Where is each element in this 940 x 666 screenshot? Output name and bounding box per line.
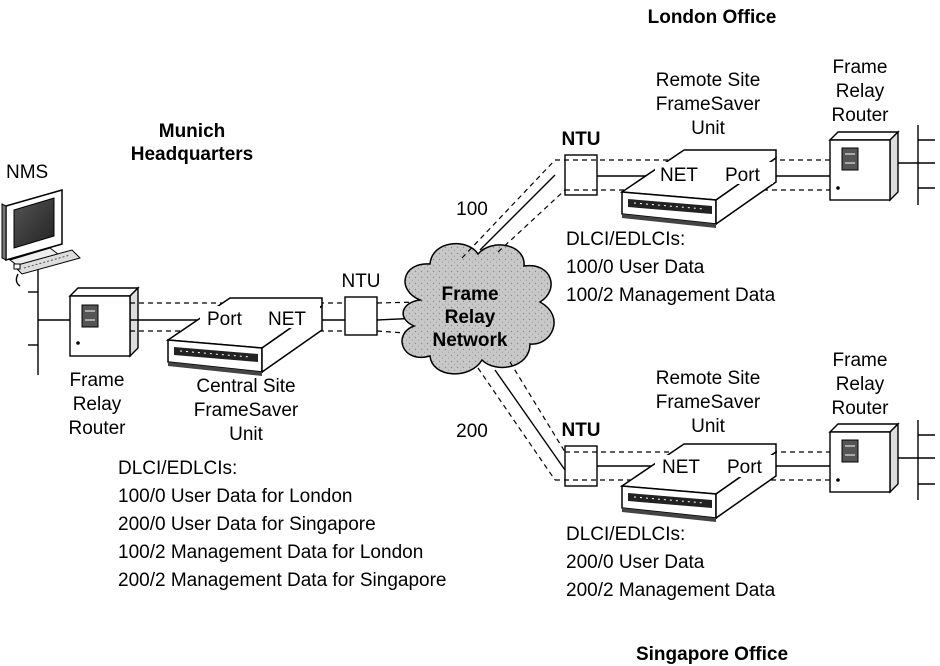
singapore-remote-label-line1: Remote Site	[656, 368, 761, 389]
london-router-icon	[828, 130, 900, 202]
london-router-label-line3: Router	[831, 105, 889, 126]
london-ntu-label: NTU	[561, 129, 600, 150]
london-dlci-entry: 100/2 Management Data	[566, 285, 776, 306]
london-remote-label-line1: Remote Site	[656, 70, 761, 91]
hq-ntu-box	[344, 296, 378, 336]
singapore-router-label-line2: Relay	[836, 374, 885, 395]
central-dlci-list: DLCI/EDLCIs: 100/0 User Data for London …	[118, 458, 447, 591]
singapore-remote-label-line3: Unit	[691, 416, 726, 437]
london-port-label: Port	[725, 165, 761, 186]
hq-ntu-to-cloud-dash	[376, 330, 421, 335]
cloud-label-line3: Network	[433, 330, 508, 351]
hq-ntu-to-cloud-dash	[376, 301, 421, 304]
singapore-dlci-entry: 200/0 User Data	[566, 552, 705, 573]
central-dlci-entry: 100/0 User Data for London	[118, 486, 353, 507]
cloud-to-singapore-dash	[477, 367, 556, 481]
hq-router-label-line1: Frame	[70, 370, 125, 391]
cloud-to-singapore-dash	[509, 361, 566, 453]
singapore-router-label-line3: Router	[831, 398, 889, 419]
london-remote-label-line3: Unit	[691, 118, 726, 139]
central-unit-label-line1: Central Site	[196, 376, 295, 397]
london-net-label: NET	[660, 165, 698, 186]
cloud-to-london-dash	[461, 159, 556, 259]
cloud-label-line2: Relay	[445, 307, 496, 328]
hq-router-icon	[68, 286, 140, 358]
frame-relay-cloud-icon	[401, 242, 555, 375]
central-dlci-entry: 100/2 Management Data for London	[118, 542, 423, 563]
hq-ntu-label: NTU	[341, 271, 380, 292]
london-ntu-box	[564, 154, 598, 196]
singapore-dlci-entry: 200/2 Management Data	[566, 580, 776, 601]
singapore-dlci-heading: DLCI/EDLCIs:	[566, 524, 685, 545]
singapore-dlci-list: DLCI/EDLCIs: 200/0 User Data 200/2 Manag…	[566, 524, 776, 601]
central-unit-label-line2: FrameSaver	[194, 400, 299, 421]
central-unit-label-line3: Unit	[229, 424, 264, 445]
singapore-remote-label-line2: FrameSaver	[656, 392, 761, 413]
central-dlci-heading: DLCI/EDLCIs:	[118, 458, 237, 479]
singapore-net-label: NET	[662, 457, 700, 478]
singapore-router-label-line1: Frame	[833, 350, 888, 371]
cloud-to-london-link	[479, 174, 556, 251]
london-office-title: London Office	[648, 7, 777, 28]
cloud-to-singapore-link	[494, 369, 566, 471]
dlci-200-label: 200	[456, 421, 488, 442]
cloud-to-london-dash	[497, 189, 566, 253]
central-dlci-entry: 200/2 Management Data for Singapore	[118, 570, 447, 591]
dlci-100-label: 100	[456, 199, 488, 220]
singapore-router-icon	[828, 422, 900, 494]
singapore-office-title: Singapore Office	[636, 644, 788, 665]
munich-hq-title-line1: Munich	[159, 121, 226, 142]
london-router-label-line1: Frame	[833, 57, 888, 78]
cloud-label-line1: Frame	[441, 284, 498, 305]
singapore-ntu-box	[564, 445, 598, 487]
munich-hq-title-line2: Headquarters	[131, 144, 254, 165]
central-dlci-entry: 200/0 User Data for Singapore	[118, 514, 376, 535]
london-dlci-heading: DLCI/EDLCIs:	[566, 229, 685, 250]
hq-router-label-line3: Router	[68, 418, 126, 439]
london-dlci-entry: 100/0 User Data	[566, 257, 705, 278]
london-router-label-line2: Relay	[836, 81, 885, 102]
central-net-label: NET	[268, 309, 306, 330]
nms-label: NMS	[6, 162, 48, 183]
london-framesaver-unit-icon	[619, 149, 777, 228]
london-remote-label-line2: FrameSaver	[656, 94, 761, 115]
london-dlci-list: DLCI/EDLCIs: 100/0 User Data 100/2 Manag…	[566, 229, 776, 306]
singapore-port-label: Port	[727, 457, 763, 478]
central-port-label: Port	[207, 309, 243, 330]
nms-computer-icon	[1, 189, 81, 287]
singapore-ntu-label: NTU	[561, 420, 600, 441]
hq-router-label-line2: Relay	[73, 394, 122, 415]
